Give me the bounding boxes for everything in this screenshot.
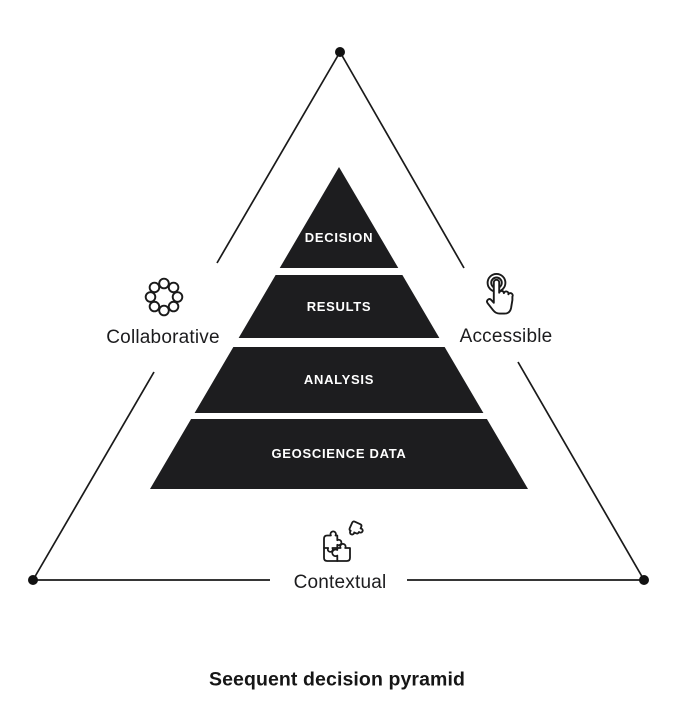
vertex-dot-top <box>335 47 345 57</box>
pyramid-level-label: GEOSCIENCE DATA <box>271 446 407 461</box>
pyramid-level-label: ANALYSIS <box>303 372 375 387</box>
outer-triangle-right-edge-lower <box>517 361 645 581</box>
tap-gesture-icon <box>486 272 514 315</box>
pyramid-level-label: RESULTS <box>306 298 372 314</box>
diagram-caption: Seequent decision pyramid <box>208 668 466 691</box>
side-label-contextual: Contextual <box>293 572 387 593</box>
pyramid-level-geoscience-data: GEOSCIENCE DATA <box>150 419 528 489</box>
collaboration-ring-icon <box>144 277 184 317</box>
side-label-accessible: Accessible <box>459 326 553 347</box>
vertex-dot-right <box>639 575 649 585</box>
side-label-collaborative: Collaborative <box>106 327 220 348</box>
outer-triangle-left-edge-upper <box>216 51 341 264</box>
puzzle-pieces-icon <box>323 520 364 562</box>
vertex-dot-left <box>28 575 38 585</box>
outer-triangle-left-edge-lower <box>32 371 155 581</box>
outer-triangle-right-edge-upper <box>339 51 465 269</box>
pyramid-level-label: DECISION <box>304 230 374 245</box>
